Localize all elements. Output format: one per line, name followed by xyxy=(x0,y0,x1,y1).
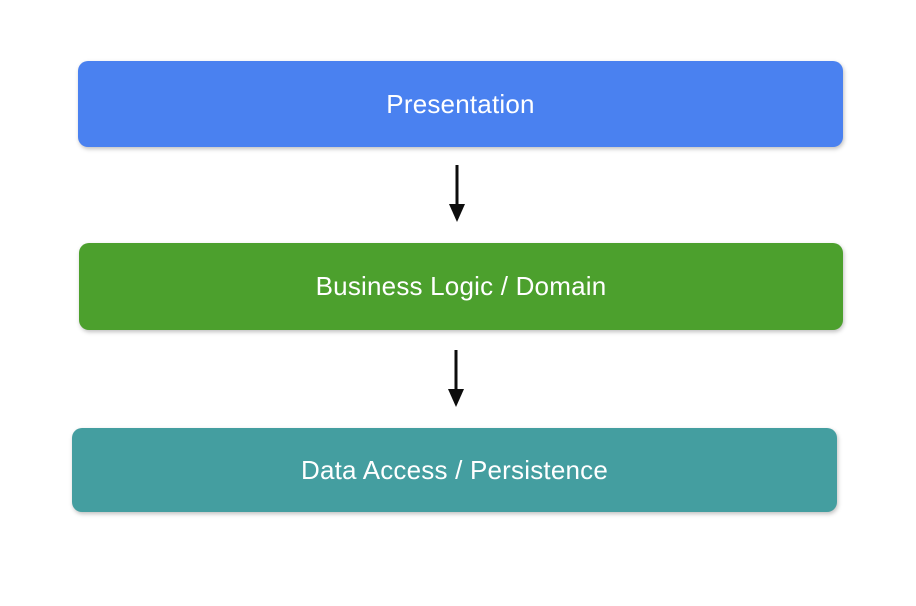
layer-label-business-logic: Business Logic / Domain xyxy=(315,271,607,301)
layer-label-presentation: Presentation xyxy=(386,88,535,119)
layer-label-data-access: Data Access / Persistence xyxy=(300,454,609,485)
down-arrow-icon xyxy=(448,350,464,407)
down-arrow-icon xyxy=(449,165,465,222)
layer-box-data-access: Data Access / Persistence xyxy=(72,428,837,512)
layer-box-business-logic: Business Logic / Domain xyxy=(79,243,843,330)
layer-box-presentation: Presentation xyxy=(78,61,843,147)
